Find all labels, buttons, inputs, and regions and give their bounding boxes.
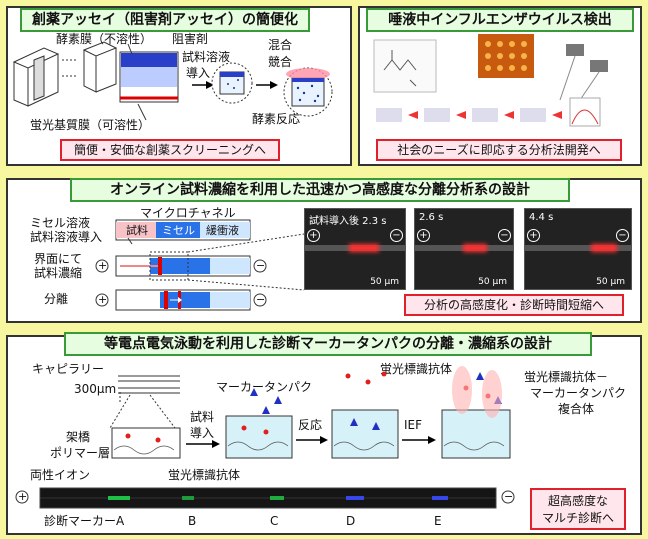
crosslink-label-b: ポリマー層 <box>50 446 111 460</box>
drug-assay-footer: 簡便・安価な創薬スクリーニングへ <box>60 139 280 161</box>
electrode-minus: − <box>616 229 629 242</box>
capillary-size-label: 300µm <box>74 382 117 396</box>
panel-online-concentration-title: オンライン試料濃縮を利用した迅速かつ高感度な分離分析系の設計 <box>70 178 570 202</box>
electrode-minus: − <box>390 229 403 242</box>
seg-sample-label: 試料 <box>126 224 148 237</box>
band-b <box>182 496 194 500</box>
frame-4-4s: 4.4 s + − 50 µm <box>524 208 632 290</box>
marker-e-label: E <box>434 514 442 528</box>
electrode-plus: + <box>527 229 540 242</box>
electrode-plus: + <box>307 229 320 242</box>
sample-band <box>463 244 487 252</box>
introduce-label: 導入 <box>186 66 211 80</box>
electrode-minus-row2: − <box>256 259 266 272</box>
reaction-label: 反応 <box>298 418 323 432</box>
panel-influenza-title: 唾液中インフルエンザウイルス検出 <box>366 8 634 32</box>
enzyme-membrane-label: 酵素膜（不溶性） <box>56 32 153 46</box>
band-d <box>346 496 364 500</box>
marker-c-label: C <box>270 514 279 528</box>
marker-protein-label: マーカータンパク <box>216 380 313 394</box>
channel-line <box>525 245 631 251</box>
band-c <box>270 496 284 500</box>
complex-label-a: 蛍光標識抗体－ <box>524 370 609 384</box>
microchannel-label: マイクロチャネル <box>140 206 236 220</box>
electrode-plus-row2: + <box>98 259 108 272</box>
marker-b-label: B <box>188 514 197 528</box>
influenza-footer: 社会のニーズに即応する分析法開発へ <box>376 139 622 161</box>
ief-footer-line1: 超高感度な <box>547 494 608 508</box>
panel-drug-assay-title: 創薬アッセイ（阻害剤アッセイ）の簡便化 <box>20 8 310 32</box>
marker-d-label: D <box>346 514 356 528</box>
capillary-label: キャピラリー <box>32 362 105 376</box>
row1-label-a: ミセル溶液 <box>30 216 91 230</box>
stage-2-box <box>225 415 293 459</box>
enzyme-reaction-label: 酵素反応 <box>252 112 301 126</box>
row2-label-a: 界面にて <box>34 252 83 266</box>
row1-label-b: 試料溶液導入 <box>30 230 103 244</box>
frame-2-3s-label: 試料導入後 2.3 s <box>309 216 387 227</box>
sample-solution-label: 試料溶液 <box>182 50 231 64</box>
seg-buffer-label: 緩衝液 <box>206 224 239 237</box>
compete-label: 競合 <box>268 55 293 69</box>
stage-3-box <box>331 409 399 459</box>
stage-1-box <box>111 427 181 459</box>
sample-band <box>591 244 617 252</box>
sample-introduce-a: 試料 <box>190 410 215 424</box>
stage-4-box <box>441 409 511 459</box>
row3-label: 分離 <box>44 292 69 306</box>
strip-minus: − <box>504 490 514 503</box>
sample-introduce-b: 導入 <box>190 426 215 440</box>
band-e <box>432 496 448 500</box>
band-a <box>108 496 130 500</box>
frame-2-6s: 2.6 s + − 50 µm <box>414 208 514 290</box>
frame-2-6s-label: 2.6 s <box>419 212 444 223</box>
complex-label-c: 複合体 <box>558 402 595 416</box>
seg-buffer <box>200 222 250 238</box>
mix-label: 混合 <box>268 38 293 52</box>
frame-4-4s-label: 4.4 s <box>529 212 554 223</box>
strip-plus: + <box>18 490 28 503</box>
ief-footer: 超高感度な マルチ診断へ <box>530 488 626 530</box>
crosslink-label-a: 架橋 <box>66 430 91 444</box>
electrode-plus-row3: + <box>98 293 108 306</box>
scalebar-label: 50 µm <box>370 277 399 287</box>
complex-label-b: マーカータンパク <box>530 386 627 400</box>
frame-2-3s: 試料導入後 2.3 s + − 50 µm <box>304 208 406 290</box>
scalebar-label: 50 µm <box>596 277 625 287</box>
inhibitor-label: 阻害剤 <box>172 32 209 46</box>
substrate-membrane-label: 蛍光基質膜（可溶性） <box>30 118 151 132</box>
ief-footer-line2: マルチ診断へ <box>541 511 614 525</box>
seg-micelle-label: ミセル <box>162 224 195 237</box>
fl-antibody-bottom-label: 蛍光標識抗体 <box>168 468 241 482</box>
electrode-minus: − <box>498 229 511 242</box>
electrode-plus: + <box>417 229 430 242</box>
row2-label-b: 試料濃縮 <box>34 266 83 280</box>
marker-a-label: 診断マーカーA <box>44 514 125 528</box>
panel-ief-title: 等電点電気泳動を利用した診断マーカータンパクの分離・濃縮系の設計 <box>64 332 592 356</box>
seg-micelle <box>156 222 200 238</box>
electrode-minus-row3: − <box>256 293 266 306</box>
zwitterion-label: 両性イオン <box>30 468 91 482</box>
seg-sample <box>116 222 156 238</box>
fl-antibody-top-label: 蛍光標識抗体 <box>380 362 453 376</box>
online-concentration-footer: 分析の高感度化・診断時間短縮へ <box>404 294 624 316</box>
ief-label: IEF <box>404 418 423 432</box>
sample-band <box>349 244 379 252</box>
scalebar-label: 50 µm <box>478 277 507 287</box>
